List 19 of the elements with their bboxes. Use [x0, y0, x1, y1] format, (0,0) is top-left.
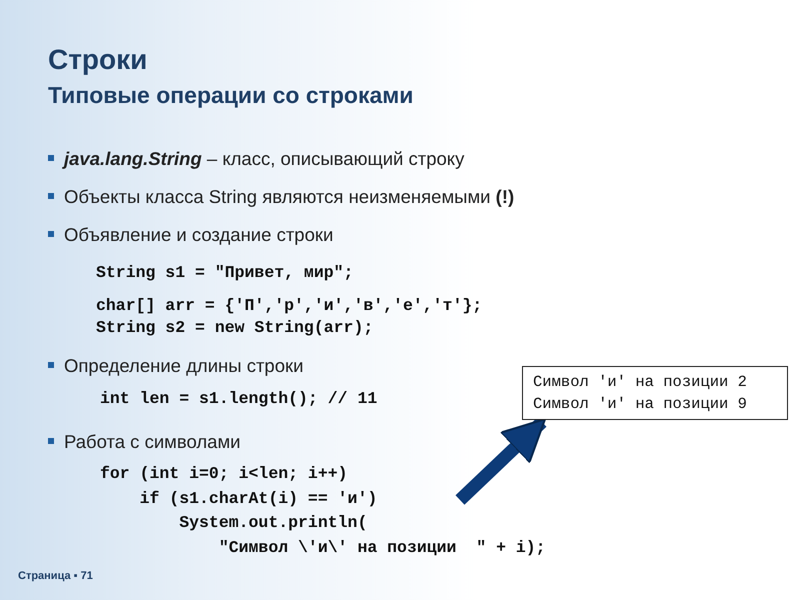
bullet-text: Определение длины строки [64, 355, 304, 377]
bullet-text: java.lang.String – класс, описывающий строку [64, 148, 464, 170]
code-line: int len = s1.length(); // 11 [100, 389, 378, 408]
code-line: if (s1.charAt(i) == 'и') [138, 488, 378, 510]
bullet-text: Объекты класса String являются неизменяемыми (!) [64, 186, 514, 208]
bullet-text: Работа с символами [64, 431, 241, 453]
code-line: "Символ \'и\' на позиции " + i); [218, 536, 546, 558]
slide-title: Строки [48, 44, 148, 76]
code-line: String s1 = "Привет, мир"; [96, 263, 354, 282]
bullet-text: Объявление и создание строки [64, 224, 334, 246]
output-line: Символ 'и' на позиции 2 [533, 372, 748, 393]
output-box [522, 366, 788, 420]
code-line: System.out.println( [178, 512, 368, 534]
page-number: Страница ▪ 71 [18, 570, 93, 582]
output-line: Символ 'и' на позиции 9 [533, 394, 748, 415]
slide-subtitle: Типовые операции со строками [48, 82, 414, 109]
code-line: for (int i=0; i<len; i++) [100, 463, 349, 485]
code-line: String s2 = new String(arr); [96, 318, 374, 337]
code-line: char[] arr = {'П','р','и','в','е','т'}; [96, 296, 482, 315]
